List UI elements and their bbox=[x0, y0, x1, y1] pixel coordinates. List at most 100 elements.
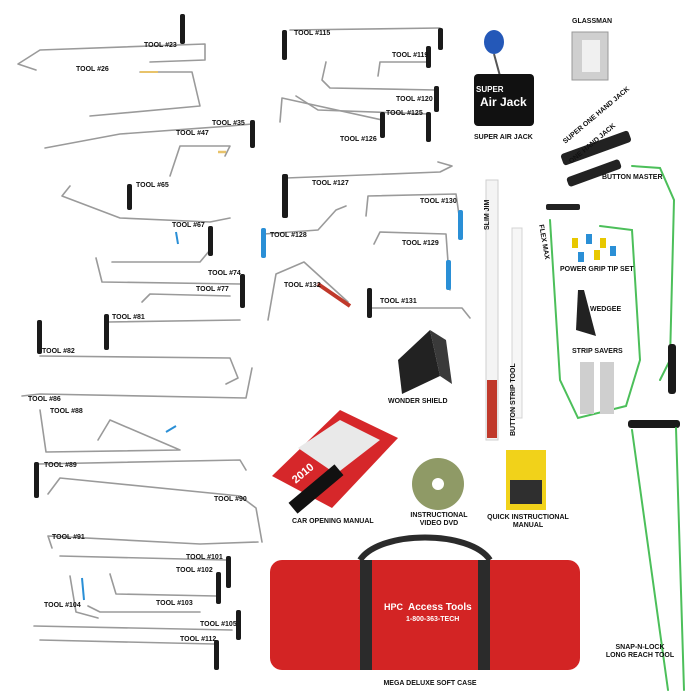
super-one-hand-jack-image bbox=[560, 130, 632, 166]
label-tool-132: TOOL #132 bbox=[284, 282, 321, 289]
label-tool-127: TOOL #127 bbox=[312, 180, 349, 187]
label-glassman: GLASSMAN bbox=[572, 18, 613, 25]
label-tool-35: TOOL #35 bbox=[212, 120, 245, 127]
tool-127-rod bbox=[282, 161, 453, 218]
snap-n-lock-cable bbox=[628, 420, 685, 691]
label-tool-119: TOOL #119 bbox=[392, 52, 429, 59]
wonder-shield-image bbox=[398, 330, 452, 394]
label-strip-savers: STRIP SAVERS bbox=[572, 348, 623, 355]
label-tool-89: TOOL #89 bbox=[44, 462, 77, 469]
wedgee-image bbox=[576, 290, 596, 336]
tool-132-rod bbox=[267, 261, 352, 321]
label-tool-26: TOOL #26 bbox=[76, 66, 109, 73]
label-tool-47: TOOL #47 bbox=[176, 130, 209, 137]
label-wedgee: WEDGEE bbox=[590, 306, 622, 313]
label-tool-126: TOOL #126 bbox=[340, 136, 377, 143]
mega-deluxe-soft-case-image bbox=[270, 534, 580, 670]
tool-65-rod bbox=[61, 184, 231, 223]
label-tool-120: TOOL #120 bbox=[396, 96, 433, 103]
label-tool-67: TOOL #67 bbox=[172, 222, 205, 229]
label-snap-n-lock-line2: LONG REACH TOOL bbox=[605, 652, 675, 659]
label-tool-128: TOOL #128 bbox=[270, 232, 307, 239]
air-jack-brand-super: SUPER bbox=[476, 85, 504, 94]
tool-103-rod bbox=[87, 605, 201, 613]
tool-126-rod bbox=[279, 97, 385, 138]
tool-67-rod bbox=[111, 226, 213, 263]
label-snap-n-lock-line1: SNAP-N-LOCK bbox=[615, 644, 665, 651]
label-quick-manual-line1: QUICK INSTRUCTIONAL bbox=[487, 514, 569, 521]
power-grip-tips bbox=[572, 234, 616, 262]
tool-89-rod bbox=[34, 459, 247, 498]
tool-112-rod bbox=[39, 639, 219, 670]
label-tool-105: TOOL #105 bbox=[200, 621, 237, 628]
label-tool-112: TOOL #112 bbox=[180, 636, 217, 643]
label-power-grip: POWER GRIP TIP SET bbox=[560, 266, 634, 273]
tool-23-rod bbox=[17, 14, 206, 71]
tool-125-rod bbox=[295, 95, 431, 142]
label-tool-91: TOOL #91 bbox=[52, 534, 85, 541]
label-tool-74: TOOL #74 bbox=[208, 270, 241, 277]
label-tool-103: TOOL #103 bbox=[156, 600, 193, 607]
button-strip-tool-image bbox=[511, 227, 523, 419]
label-super-air-jack: SUPER AIR JACK bbox=[474, 134, 533, 141]
tool-90-rod bbox=[47, 477, 263, 543]
label-tool-129: TOOL #129 bbox=[402, 240, 439, 247]
label-tool-77: TOOL #77 bbox=[196, 286, 229, 293]
case-phone-number: 1-800-363-TECH bbox=[406, 616, 460, 623]
tool-120-rod bbox=[321, 61, 439, 112]
button-master-cable bbox=[549, 165, 676, 420]
super-air-jack-image bbox=[474, 30, 534, 126]
label-tool-86: TOOL #86 bbox=[28, 396, 61, 403]
label-tool-90: TOOL #90 bbox=[214, 496, 247, 503]
label-tool-101: TOOL #101 bbox=[186, 554, 223, 561]
label-tool-102: TOOL #102 bbox=[176, 567, 213, 574]
label-mega-deluxe-soft-case: MEGA DELUXE SOFT CASE bbox=[383, 680, 477, 687]
label-tool-115: TOOL #115 bbox=[294, 30, 331, 37]
tool-26-rod bbox=[89, 71, 201, 117]
air-jack-brand-name: Air Jack bbox=[480, 95, 527, 109]
label-tool-23: TOOL #23 bbox=[144, 42, 177, 49]
label-tool-88: TOOL #88 bbox=[50, 408, 83, 415]
label-tool-81: TOOL #81 bbox=[112, 314, 145, 321]
tool-74-rod bbox=[95, 257, 245, 308]
strip-savers-image bbox=[580, 362, 614, 414]
label-button-master: BUTTON MASTER bbox=[602, 174, 663, 181]
tool-101-rod bbox=[59, 555, 231, 588]
case-brand-name: Access Tools bbox=[408, 602, 472, 613]
tool-102-rod bbox=[109, 572, 221, 604]
tool-131-rod bbox=[367, 288, 471, 319]
tool-47-rod bbox=[169, 145, 231, 177]
label-dvd-line2: VIDEO DVD bbox=[419, 520, 459, 527]
tool-119-rod bbox=[377, 46, 431, 77]
label-tool-130: TOOL #130 bbox=[420, 198, 457, 205]
tool-88-rod bbox=[39, 409, 181, 453]
label-slim-jim: SLIM JIM bbox=[484, 199, 491, 230]
label-wonder-shield: WONDER SHIELD bbox=[388, 398, 448, 405]
car-opening-manual-image bbox=[272, 410, 398, 514]
label-button-strip-tool: BUTTON STRIP TOOL bbox=[510, 363, 517, 436]
tool-77-rod bbox=[141, 293, 231, 303]
one-hand-jack-image bbox=[566, 159, 622, 187]
tool-86-rod bbox=[21, 367, 253, 399]
glassman-image bbox=[571, 31, 609, 81]
tool-104-rod bbox=[69, 575, 99, 619]
label-tool-131: TOOL #131 bbox=[380, 298, 417, 305]
label-tool-104: TOOL #104 bbox=[44, 602, 81, 609]
tool-105-rod bbox=[33, 610, 241, 640]
slim-jim-image bbox=[485, 179, 499, 441]
tool-115-rod bbox=[282, 27, 443, 60]
tool-81-rod bbox=[104, 314, 241, 350]
label-tool-65: TOOL #65 bbox=[136, 182, 169, 189]
tool-129-rod bbox=[373, 231, 451, 291]
flex-max-image bbox=[546, 204, 580, 210]
case-brand-logo: HPC bbox=[384, 602, 404, 612]
label-car-opening-manual: CAR OPENING MANUAL bbox=[292, 518, 374, 525]
label-quick-manual-line2: MANUAL bbox=[512, 522, 544, 529]
label-dvd-line1: INSTRUCTIONAL bbox=[410, 512, 468, 519]
tool-35-rod bbox=[44, 120, 255, 149]
label-tool-125: TOOL #125 bbox=[386, 110, 423, 117]
tool-82-rod bbox=[37, 320, 239, 385]
label-tool-82: TOOL #82 bbox=[42, 348, 75, 355]
